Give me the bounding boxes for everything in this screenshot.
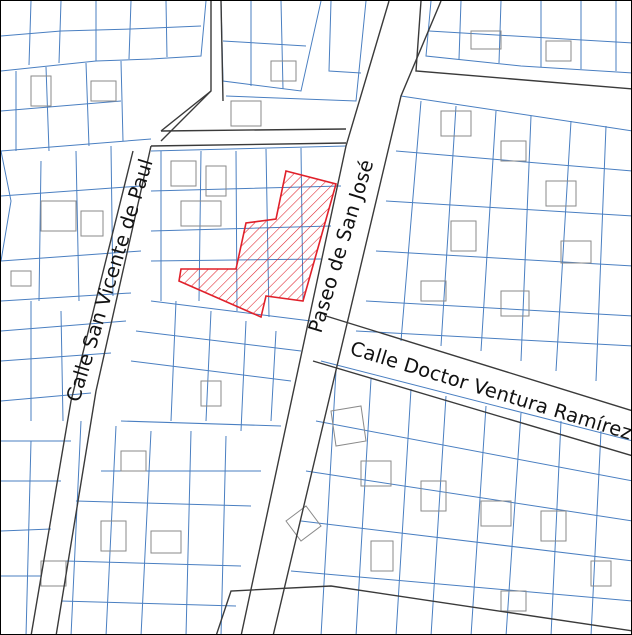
street-label-san-vicente-de-paul: Calle San Vicente de Paul xyxy=(62,156,158,405)
building-outlines xyxy=(10,30,612,612)
street-label-doctor-ventura-ramirez: Calle Doctor Ventura Ramírez xyxy=(348,337,632,445)
highlighted-parcel[interactable] xyxy=(178,170,337,319)
street-edges xyxy=(30,1,631,634)
